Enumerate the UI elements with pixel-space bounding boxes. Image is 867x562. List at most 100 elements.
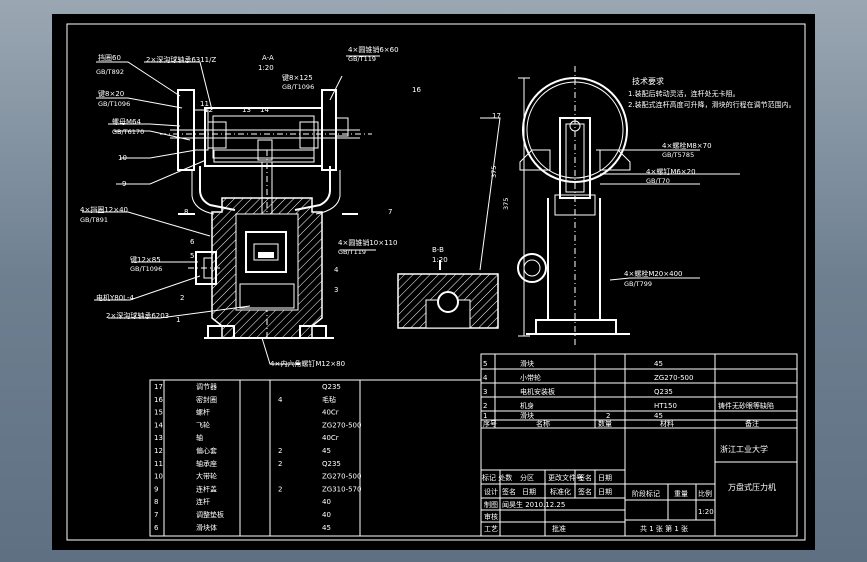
- tb-r2: 设计: [484, 487, 498, 496]
- bom-lower-mat: 40Cr: [322, 409, 339, 417]
- balloon-number: 9: [122, 180, 126, 188]
- balloon-number: 13: [242, 106, 251, 114]
- callout-10-std: GB/T119: [338, 248, 366, 256]
- side-leader-lines: [479, 117, 740, 281]
- tb-r1e: 日期: [598, 474, 612, 482]
- bom-lower-qty: 4: [278, 396, 283, 404]
- callout-5-std: GB/T1096: [282, 83, 314, 91]
- bom-lower-mat: 45: [322, 524, 331, 532]
- callout-8: 4×挡圈12×40: [80, 205, 128, 214]
- bom-upper-mat: ZG270-500: [654, 374, 693, 382]
- bom-upper-mat: HT150: [654, 402, 677, 410]
- bom-lower-qty: 2: [278, 447, 282, 455]
- bom-lower-name: 轴承座: [196, 459, 217, 468]
- bom-upper-name: 小带轮: [520, 373, 541, 382]
- bom-upper-no: 1: [483, 412, 487, 420]
- bom-lower-no: 10: [154, 473, 163, 481]
- section-aa-scale: 1:20: [258, 64, 274, 72]
- bom-lower-name: 滑块体: [196, 523, 217, 532]
- bom-upper-name: 机身: [520, 401, 534, 410]
- bom-upper-name: 滑块: [520, 359, 534, 368]
- bom-lower-no: 8: [154, 498, 158, 506]
- tb-weight: 重量: [674, 490, 688, 498]
- tb-r2e: 签名: [578, 487, 592, 496]
- tb-r2c: 日期: [522, 488, 536, 496]
- callout-15: 4×螺钉M6×20: [646, 167, 696, 176]
- section-aa-label: A-A: [262, 54, 274, 62]
- tb-r1c: 更改文件号: [548, 473, 583, 482]
- bom-lower-mat: 45: [322, 447, 331, 455]
- bom-lower-name: 大带轮: [196, 472, 217, 481]
- callout-5: 键8×125: [282, 73, 313, 82]
- section-bb: [397, 260, 499, 329]
- balloon-number: 7: [388, 208, 392, 216]
- bom-lower-no: 13: [154, 434, 163, 442]
- tb-scale: 比例: [698, 489, 712, 498]
- balloon-number: 8: [184, 208, 188, 216]
- callout-16: 4×螺栓M20×400: [624, 269, 683, 278]
- dimension-height-left: 375: [490, 166, 498, 178]
- drawing-border: [66, 23, 806, 541]
- tb-r1: 标记 处数: [482, 473, 512, 482]
- bom-lower-mat: 毛毡: [322, 395, 336, 404]
- balloon-number: 3: [334, 286, 338, 294]
- tech-req-line-2: 2.装配式连杆高度可升降，滑块的行程在调节范围内。: [628, 100, 796, 109]
- bom-lower-name: 轴: [196, 433, 203, 442]
- bom-upper-no: 4: [483, 374, 488, 382]
- tb-sheets: 共 1 张 第 1 张: [640, 524, 688, 533]
- bom-upper-mat: 45: [654, 360, 663, 368]
- callout-14: 4×螺栓M8×70: [662, 141, 712, 150]
- callout-9: 键12×85: [130, 255, 161, 264]
- bom-lower-mat: Q235: [322, 460, 341, 468]
- callout-2-std: GB/T1096: [98, 100, 130, 108]
- balloon-number: 14: [260, 106, 269, 114]
- bom-lower-mat: 40: [322, 511, 331, 519]
- bom-lower-name: 调节器: [196, 382, 217, 391]
- callout-1: 挡圈60: [98, 53, 121, 62]
- bom-lower-name: 偏心套: [196, 446, 217, 455]
- flywheel-side: [522, 77, 628, 183]
- bom-upper-name: 滑块: [520, 411, 534, 420]
- callout-3: 螺母M64: [112, 117, 141, 126]
- bom-lower-name: 密封圈: [196, 395, 217, 404]
- tb-r5b: 批准: [552, 524, 566, 533]
- bom-lower-no: 17: [154, 383, 163, 391]
- bom-header-qty: 数量: [598, 419, 612, 428]
- motor-side: [517, 253, 547, 283]
- balloon-number: 1: [176, 316, 180, 324]
- bom-lower-mat: 40Cr: [322, 434, 339, 442]
- bom-lower-name: 螺杆: [196, 408, 210, 417]
- tb-r2f: 日期: [598, 488, 612, 496]
- tb-r2b: 签名: [502, 487, 516, 496]
- bom-lower-no: 11: [154, 460, 163, 468]
- callout-6: 4×圆锥销6×60: [348, 45, 399, 54]
- tb-scale-val: 1:20: [698, 508, 714, 516]
- balloon-number: 10: [118, 154, 127, 162]
- callout-8-std: GB/T891: [80, 216, 108, 224]
- bom-upper-mat: 45: [654, 412, 663, 420]
- bom-lower-mat: ZG310-570: [322, 485, 361, 493]
- balloon-number: 4: [334, 266, 339, 274]
- callout-15-std: GB/T70: [646, 177, 670, 185]
- bom-lower-name: 连杆: [196, 497, 210, 506]
- tech-req-title: 技术要求: [632, 76, 664, 86]
- callout-14-std: GB/T5785: [662, 151, 694, 159]
- drawing-name: 万盘式压力机: [728, 482, 776, 492]
- balloon-number: 12: [204, 106, 213, 114]
- tech-req-line-1: 1.装配后转动灵活，连杆处无卡阻。: [628, 89, 740, 98]
- bom-header-no: 序号: [483, 419, 497, 428]
- front-section-view: [160, 89, 372, 340]
- callout-10: 4×圆锥销10×110: [338, 238, 397, 247]
- bom-upper-no: 2: [483, 402, 487, 410]
- bom-lower-name: 飞轮: [196, 420, 210, 429]
- bom-lower-qty: 2: [278, 460, 282, 468]
- tb-r3: 制图: [484, 500, 498, 509]
- bom-upper-mat: Q235: [654, 388, 673, 396]
- bom-lower-no: 12: [154, 447, 163, 455]
- balloon-number: 2: [180, 294, 184, 302]
- balloon-number: 16: [412, 86, 421, 94]
